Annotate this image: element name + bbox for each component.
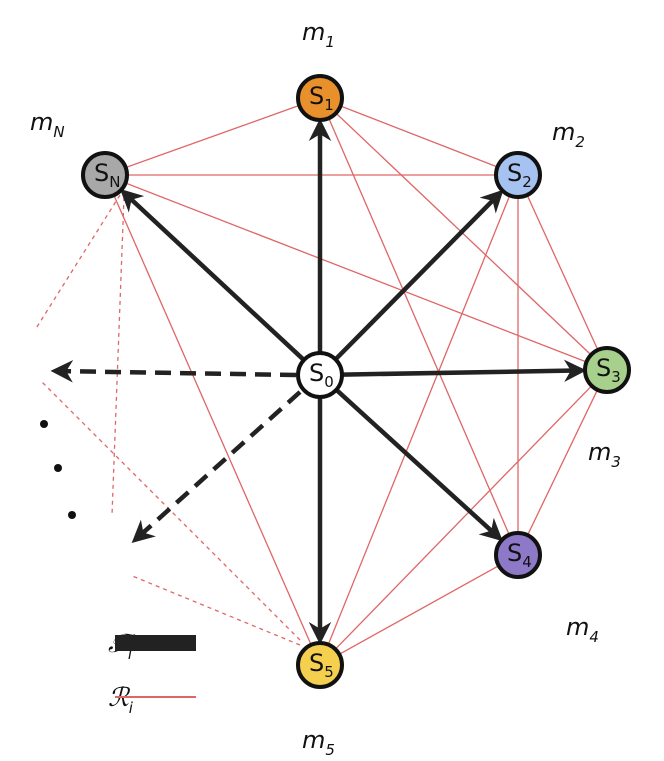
mass-label-s5: m5 — [302, 726, 335, 759]
relation-edge-s4-s5 — [338, 565, 500, 655]
node-s2-label: S2 — [507, 159, 532, 191]
node-s1-circle — [296, 74, 344, 122]
node-s3: S3 — [583, 346, 631, 394]
node-s4-label: S4 — [507, 539, 532, 571]
node-center-label: S0 — [309, 359, 334, 391]
transmission-arrow-s3 — [342, 359, 587, 382]
transmission-edges — [50, 118, 587, 645]
node-s5: S5 — [296, 641, 344, 689]
node-sN: SN — [81, 151, 129, 199]
mass-labels: m1 m2 m3 m4 m5 mN — [30, 18, 621, 759]
node-s3-circle — [583, 346, 631, 394]
node-s2-circle — [494, 151, 542, 199]
legend-relation-label: ℛi — [108, 683, 134, 717]
relation-edge-s1-s2 — [340, 105, 498, 168]
ellipsis — [40, 420, 76, 519]
relation-hint-2 — [129, 574, 301, 646]
relation-edge-s2-s3 — [526, 194, 599, 351]
ellipsis-dot-0 — [40, 420, 48, 428]
relation-edge-s1-sN — [125, 104, 300, 169]
node-s5-label: S5 — [309, 649, 334, 681]
relation-hint-1 — [111, 196, 125, 516]
relation-edge-s2-s5 — [327, 195, 511, 645]
relation-edge-s1-s4 — [328, 117, 510, 536]
mass-label-s3: m3 — [588, 438, 621, 471]
mass-label-s1: m1 — [302, 18, 335, 51]
node-center: S0 — [296, 351, 344, 399]
transmission-arrow-omitted-1 — [131, 390, 302, 544]
node-s4: S4 — [494, 531, 542, 579]
mass-label-sN: mN — [30, 108, 65, 141]
ellipsis-dot-2 — [68, 511, 76, 519]
mass-label-s4: m4 — [566, 613, 599, 646]
relation-edge-s1-s3 — [335, 112, 592, 356]
node-s4-circle — [494, 531, 542, 579]
node-s3-label: S3 — [596, 354, 621, 386]
legend: 𝒯i ℛi — [108, 629, 196, 717]
node-center-circle — [296, 351, 344, 399]
ellipsis-dot-1 — [54, 464, 62, 472]
node-s5-circle — [296, 641, 344, 689]
omitted-relation-hints — [34, 194, 301, 646]
relation-edge-s3-s4 — [526, 389, 599, 536]
node-sN-circle — [81, 151, 129, 199]
relation-hint-0 — [34, 194, 121, 331]
relation-edge-s3-s5 — [334, 385, 593, 650]
relation-hint-3 — [39, 379, 301, 641]
relation-edge-s3-sN — [125, 182, 587, 363]
transmission-arrow-omitted-0 — [50, 360, 297, 383]
node-sN-label: SN — [94, 159, 120, 191]
node-s2: S2 — [494, 151, 542, 199]
node-s1: S1 — [296, 74, 344, 122]
relation-edge-sN-s5 — [113, 194, 312, 646]
node-s1-label: S1 — [309, 82, 334, 114]
transmission-arrow-s2 — [334, 189, 504, 361]
transmission-arrow-sN — [120, 188, 305, 361]
mass-label-s2: m2 — [552, 118, 585, 151]
transmission-arrow-s4 — [335, 388, 503, 542]
